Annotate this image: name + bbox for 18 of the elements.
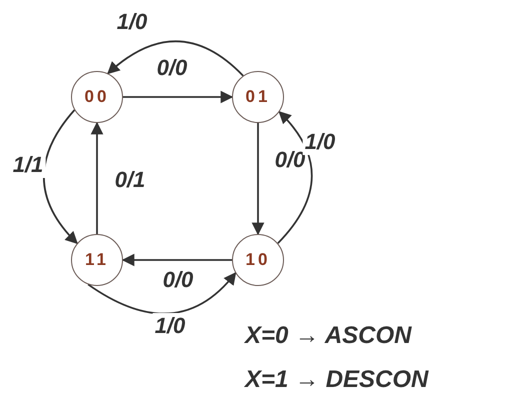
transition-arrow [90, 122, 104, 234]
state-label: 00 [84, 87, 110, 107]
state-circle [71, 234, 123, 286]
state-label: 01 [246, 87, 270, 107]
note-text: X=0 → ASCON [245, 322, 412, 350]
transition-arrow [107, 40, 244, 76]
transition-arrow [88, 272, 236, 314]
transition-arrow [123, 90, 234, 104]
state-circle [232, 234, 284, 286]
transition-arrow [252, 123, 264, 236]
note-text: X=1 → DESCON [245, 366, 428, 394]
transition-arrow [43, 109, 78, 244]
state-circle [232, 71, 284, 123]
transition-arrow [122, 254, 232, 266]
state-label: 11 [85, 250, 109, 270]
transition-arrow [277, 111, 313, 244]
state-circle [71, 71, 123, 123]
state-label: 10 [246, 250, 270, 270]
